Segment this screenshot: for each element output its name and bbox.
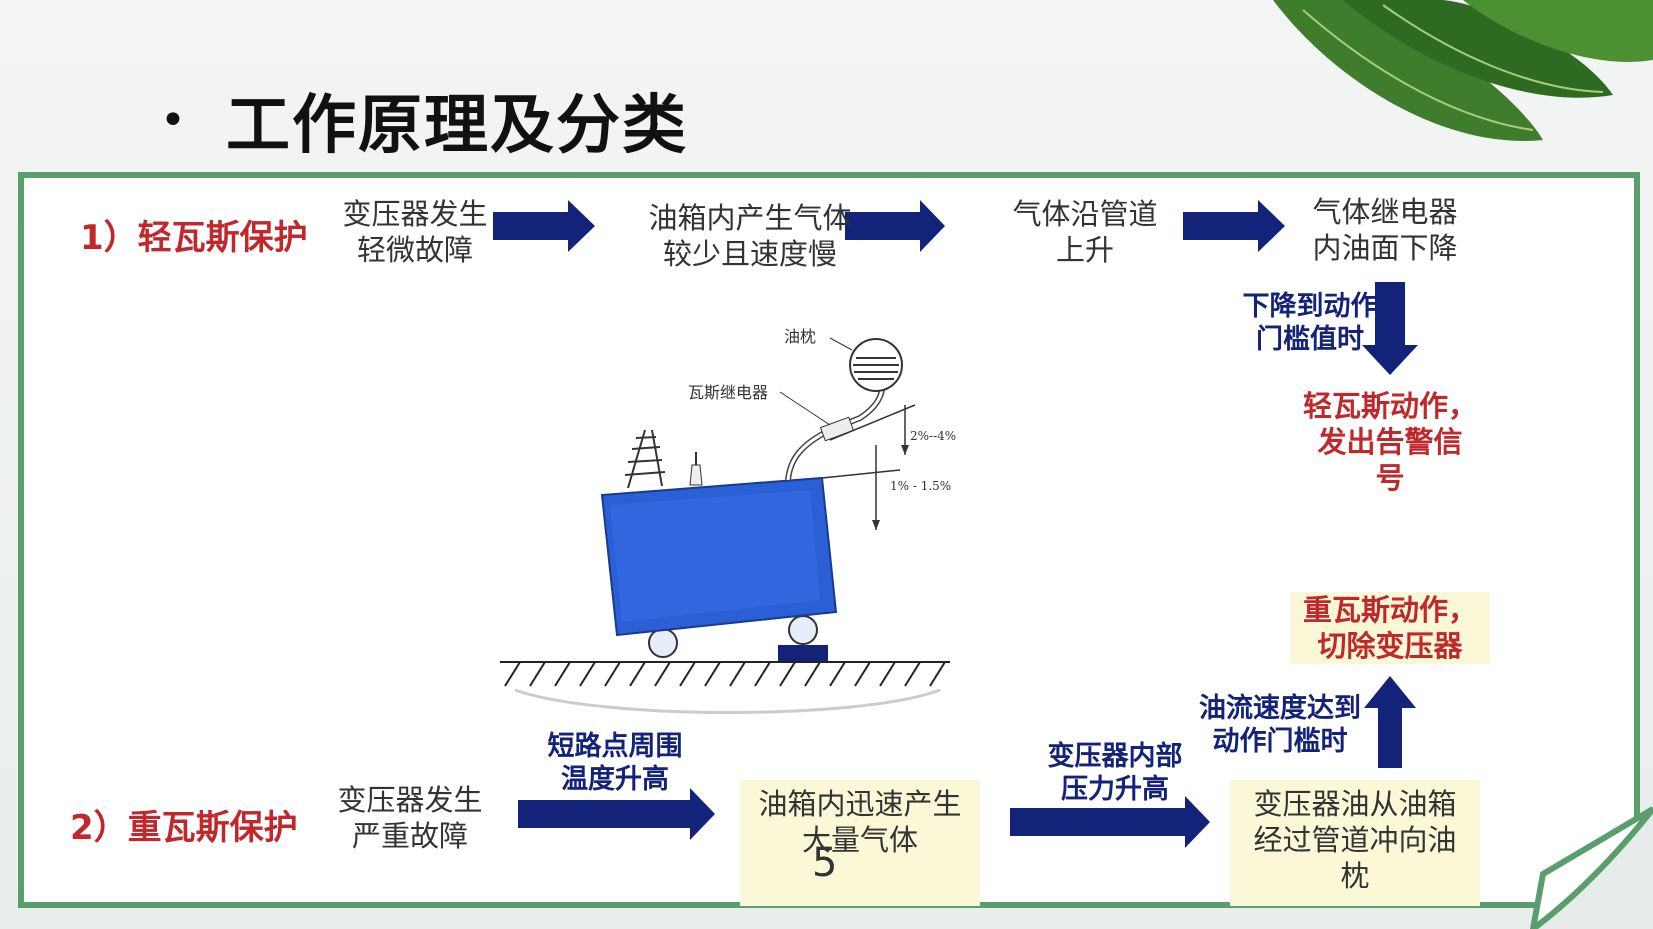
wheel (648, 628, 678, 658)
light-step-3: 气体沿管道 上升 (1012, 197, 1158, 267)
heavy-condition: 油流速度达到 动作门槛时 (1199, 693, 1361, 757)
light-result: 轻瓦斯动作， 发出告警信 号 (1302, 389, 1477, 495)
light-gas-label: 1）轻瓦斯保护 (80, 218, 308, 258)
arrow-up-icon (1364, 676, 1416, 768)
title-row: • 工作原理及分类 (160, 80, 688, 163)
page-curl-icon (1529, 806, 1653, 929)
bushing-icon (624, 429, 666, 489)
light-condition: 下降到动作 门槛值时 (1242, 291, 1378, 355)
label-relay: 瓦斯继电器 (688, 383, 768, 402)
arrow-down-icon (1362, 282, 1418, 375)
wheel (788, 615, 818, 645)
heavy-step-3: 变压器油从油箱 经过管道冲向油 枕 (1230, 780, 1480, 906)
light-step-1: 变压器发生 轻微故障 (342, 197, 488, 267)
arrow-right-icon (1183, 200, 1285, 252)
heavy-result: 重瓦斯动作， 切除变压器 (1290, 592, 1490, 664)
arrow-right-icon (493, 200, 595, 252)
label-slope1: 2%--4% (910, 429, 956, 443)
heavy-gas-label: 2）重瓦斯保护 (70, 808, 298, 848)
leaf-decoration-icon (1273, 0, 1653, 141)
arrow-right-icon (1010, 796, 1210, 848)
light-step-2: 油箱内产生气体 较少且速度慢 (648, 201, 852, 271)
arrow-right-icon (845, 200, 945, 252)
heavy-arrow-label-1: 短路点周围 温度升高 (547, 731, 683, 795)
heavy-arrow-label-2: 变压器内部 压力升高 (1047, 741, 1183, 805)
slide-title: 工作原理及分类 (225, 89, 688, 163)
page-number: 5 (812, 840, 838, 886)
label-conservator: 油枕 (784, 327, 816, 346)
label-slope2: 1% - 1.5% (890, 479, 951, 493)
light-step-4: 气体继电器 内油面下降 (1312, 195, 1458, 265)
arrow-right-icon (518, 788, 715, 840)
ground-hatch (500, 661, 950, 687)
heavy-step-2: 油箱内迅速产生 大量气体 (740, 780, 980, 906)
heavy-step-1: 变压器发生 严重故障 (337, 783, 483, 853)
bullet-icon: • (160, 94, 186, 146)
